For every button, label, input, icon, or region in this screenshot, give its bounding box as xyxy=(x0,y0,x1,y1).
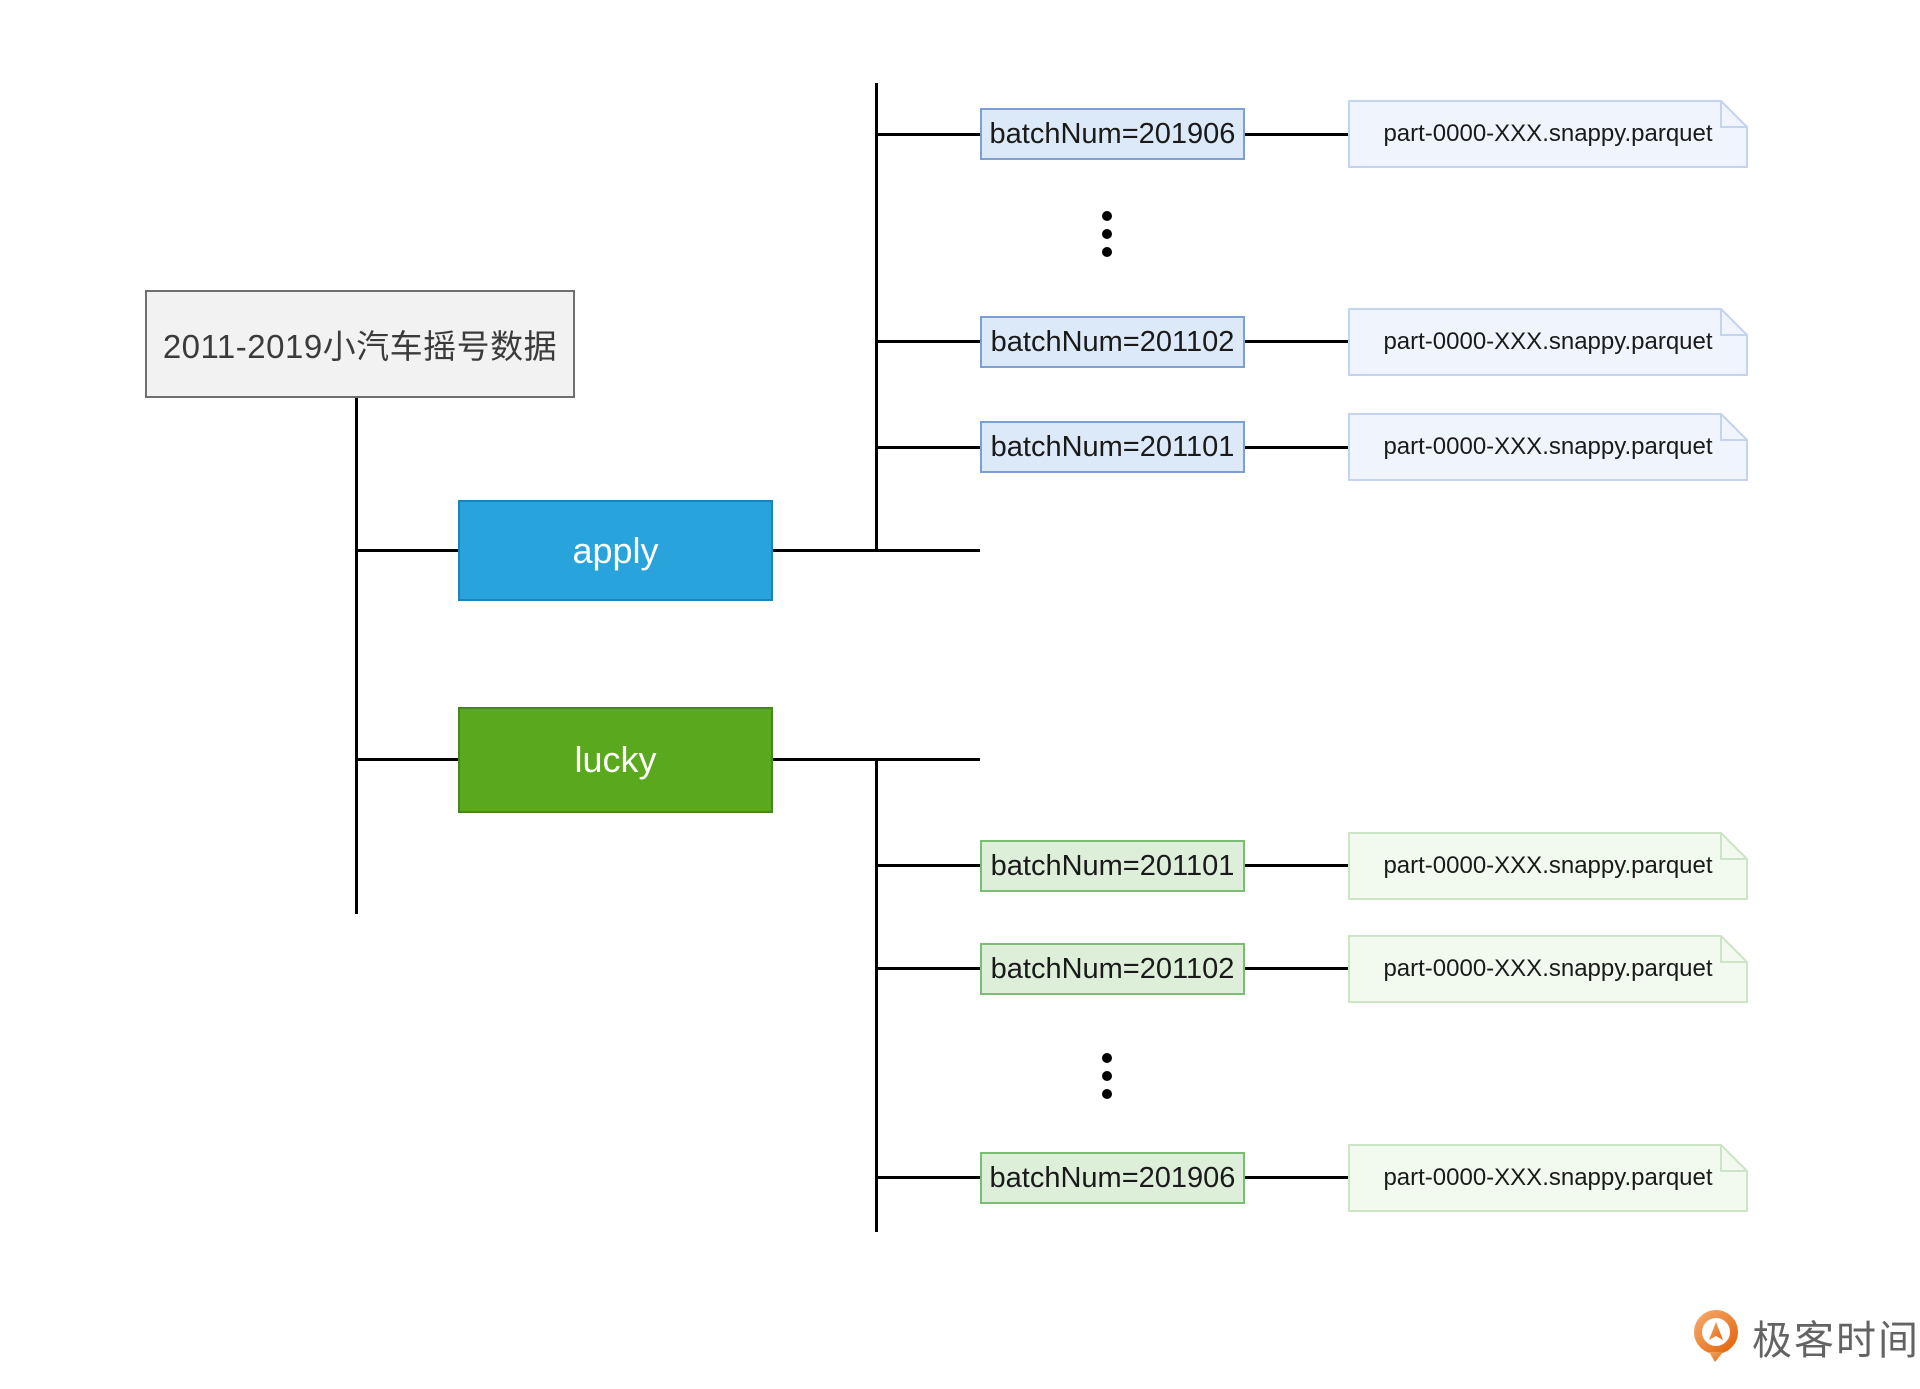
file-label: part-0000-XXX.snappy.parquet xyxy=(1383,433,1713,460)
file-label: part-0000-XXX.snappy.parquet xyxy=(1383,120,1713,147)
apply-row2-branch-line xyxy=(875,340,980,343)
batch-label: batchNum=201101 xyxy=(990,849,1235,882)
parquet-file-node: part-0000-XXX.snappy.parquet xyxy=(1348,1144,1748,1212)
file-shape-icon xyxy=(1348,413,1748,481)
lucky-node-label: lucky xyxy=(574,739,657,780)
file-shape-icon xyxy=(1348,100,1748,168)
file-shape-icon xyxy=(1348,935,1748,1003)
parquet-file-node: part-0000-XXX.snappy.parquet xyxy=(1348,308,1748,376)
parquet-file-node: part-0000-XXX.snappy.parquet xyxy=(1348,413,1748,481)
file-label: part-0000-XXX.snappy.parquet xyxy=(1383,1164,1713,1191)
batch-label: batchNum=201101 xyxy=(990,430,1235,463)
file-shape-icon xyxy=(1348,1144,1748,1212)
lucky-row3-branch-line xyxy=(875,1176,980,1179)
ellipsis-dot xyxy=(1102,1071,1112,1081)
file-label: part-0000-XXX.snappy.parquet xyxy=(1383,955,1713,982)
ellipsis-dot xyxy=(1102,229,1112,239)
geektime-logo-icon xyxy=(1694,1310,1738,1362)
root-node: 2011-2019小汽车摇号数据 xyxy=(145,290,575,398)
lucky-row2-branch-line xyxy=(875,967,980,970)
apply-row3-branch-line xyxy=(875,446,980,449)
lucky-row2-file-line xyxy=(1245,967,1348,970)
file-shape-icon xyxy=(1348,308,1748,376)
apply-trunk-line xyxy=(875,83,878,552)
parquet-file-node: part-0000-XXX.snappy.parquet xyxy=(1348,935,1748,1003)
brand-label: 极客时间 xyxy=(1752,1319,1920,1363)
root-to-lucky-line xyxy=(355,758,458,761)
ellipsis-dot xyxy=(1102,247,1112,257)
batch-node: batchNum=201906 xyxy=(980,108,1245,160)
file-label: part-0000-XXX.snappy.parquet xyxy=(1383,328,1713,355)
geektime-brand: 极客时间 xyxy=(1690,1308,1920,1366)
apply-node-label: apply xyxy=(572,529,659,571)
ellipsis-lucky xyxy=(1102,1053,1112,1099)
batch-node: batchNum=201101 xyxy=(980,840,1245,892)
apply-node: apply xyxy=(458,500,773,601)
batch-label: batchNum=201102 xyxy=(990,325,1235,358)
batch-node: batchNum=201906 xyxy=(980,1152,1245,1204)
root-trunk-line xyxy=(355,397,358,914)
apply-row1-branch-line xyxy=(875,133,980,136)
batch-label: batchNum=201102 xyxy=(990,952,1235,985)
parquet-file-node: part-0000-XXX.snappy.parquet xyxy=(1348,832,1748,900)
lucky-row1-file-line xyxy=(1245,864,1348,867)
root-node-label: 2011-2019小汽车摇号数据 xyxy=(162,328,558,365)
parquet-file-node: part-0000-XXX.snappy.parquet xyxy=(1348,100,1748,168)
apply-row1-file-line xyxy=(1245,133,1348,136)
apply-row3-file-line xyxy=(1245,446,1348,449)
lucky-trunk-line xyxy=(875,758,878,1232)
lucky-row1-branch-line xyxy=(875,864,980,867)
ellipsis-dot xyxy=(1102,211,1112,221)
file-shape-icon xyxy=(1348,832,1748,900)
batch-label: batchNum=201906 xyxy=(989,117,1236,150)
batch-node: batchNum=201102 xyxy=(980,943,1245,995)
file-label: part-0000-XXX.snappy.parquet xyxy=(1383,852,1713,879)
apply-row2-file-line xyxy=(1245,340,1348,343)
lucky-node: lucky xyxy=(458,707,773,813)
ellipsis-apply xyxy=(1102,211,1112,257)
batch-node: batchNum=201101 xyxy=(980,421,1245,473)
lucky-row3-file-line xyxy=(1245,1176,1348,1179)
root-to-apply-line xyxy=(355,549,458,552)
batch-label: batchNum=201906 xyxy=(989,1161,1236,1194)
ellipsis-dot xyxy=(1102,1053,1112,1063)
ellipsis-dot xyxy=(1102,1089,1112,1099)
batch-node: batchNum=201102 xyxy=(980,316,1245,368)
